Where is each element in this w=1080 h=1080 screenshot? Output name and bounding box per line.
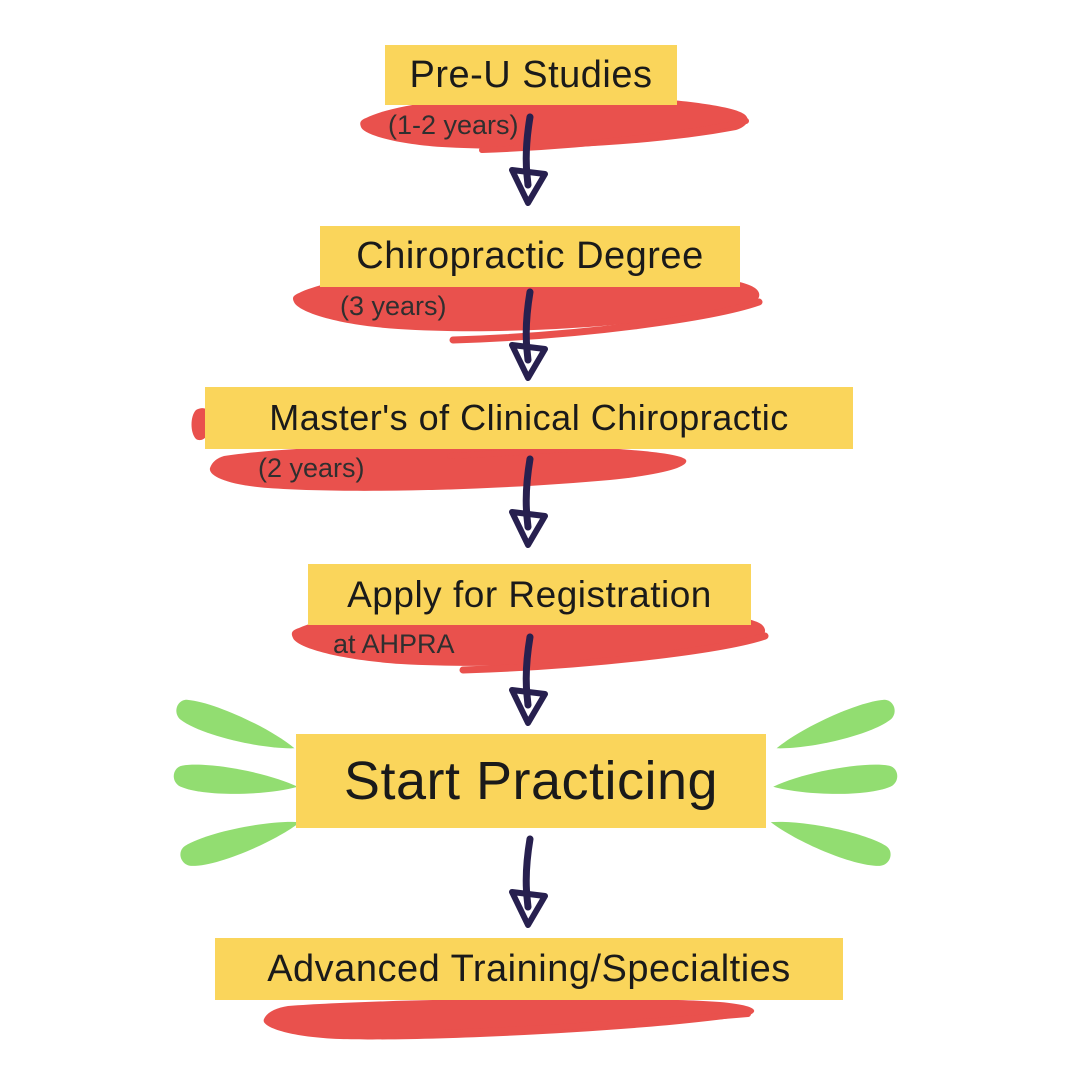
step-label: Start Practicing bbox=[343, 751, 719, 811]
step-duration: at AHPRA bbox=[333, 629, 455, 659]
step-box-pre-u-studies: Pre-U Studies bbox=[385, 45, 677, 105]
down-arrow-icon bbox=[509, 288, 548, 381]
red-brush-stroke bbox=[263, 998, 755, 1040]
step-label: Advanced Training/Specialties bbox=[267, 947, 791, 990]
step-duration: (2 years) bbox=[258, 453, 365, 483]
down-arrow-icon bbox=[509, 113, 548, 206]
step-box-apply-for-registration: Apply for Registration bbox=[308, 564, 751, 625]
down-arrow-icon bbox=[509, 633, 548, 726]
step-label: Master's of Clinical Chiropractic bbox=[269, 397, 789, 438]
step-label: Apply for Registration bbox=[347, 573, 712, 615]
step-label: Chiropractic Degree bbox=[356, 235, 704, 277]
step-duration: (1-2 years) bbox=[388, 110, 519, 140]
down-arrow-icon bbox=[509, 835, 548, 928]
step-duration: (3 years) bbox=[340, 291, 447, 321]
step-box-chiropractic-degree: Chiropractic Degree bbox=[320, 226, 740, 287]
step-box-start-practicing: Start Practicing bbox=[296, 734, 766, 828]
step-box-masters-clinical-chiropractic: Master's of Clinical Chiropractic bbox=[205, 387, 853, 449]
green-burst-right bbox=[770, 699, 898, 866]
step-box-advanced-training: Advanced Training/Specialties bbox=[215, 938, 843, 1000]
green-burst-left bbox=[173, 699, 301, 866]
down-arrow-icon bbox=[509, 455, 548, 548]
step-label: Pre-U Studies bbox=[409, 53, 653, 96]
